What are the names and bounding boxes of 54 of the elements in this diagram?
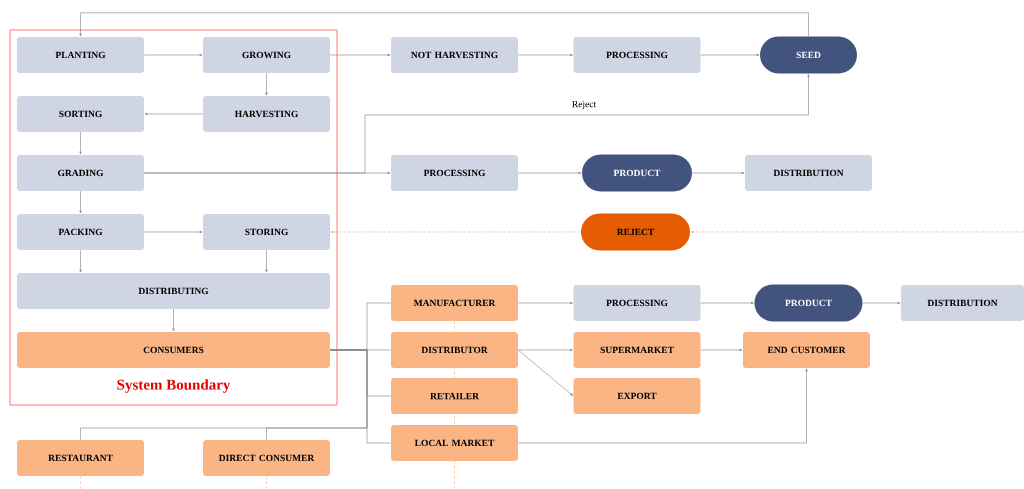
process-box: DISTRIBUTION (745, 155, 872, 191)
process-box: EXPORT (573, 378, 701, 414)
process-box: GROWING (203, 37, 330, 73)
arrow (517, 348, 573, 352)
arrow (330, 230, 582, 234)
arrow (79, 190, 82, 214)
arrow (79, 131, 82, 155)
arrow (265, 249, 268, 273)
process-box: RESTAURANT (17, 440, 144, 476)
arrow (691, 171, 745, 175)
arrow (329, 53, 391, 57)
terminal-pill: PRODUCT (754, 284, 863, 322)
process-box: NOT HARVESTING (391, 37, 518, 73)
process-box: DISTRIBUTION (901, 285, 1024, 321)
process-box: GRADING (17, 155, 144, 191)
process-box: DISTRIBUTING (17, 273, 330, 309)
process-box: STORING (203, 214, 330, 250)
arrow (143, 53, 203, 57)
process-box: LOCAL MARKET (391, 425, 518, 461)
arrow (265, 72, 268, 96)
process-box: END CUSTOMER (743, 332, 870, 368)
process-box: PROCESSING (573, 285, 701, 321)
process-box: PACKING (17, 214, 144, 250)
edge-label: Reject (570, 99, 598, 111)
process-box: DIRECT CONSUMER (203, 440, 330, 476)
process-box: RETAILER (391, 378, 518, 414)
process-box: SUPERMARKET (573, 332, 701, 368)
arrow (517, 301, 573, 305)
arrow (172, 308, 175, 332)
arrow (143, 74, 810, 174)
process-box: PROCESSING (573, 37, 701, 73)
arrow (700, 301, 754, 305)
arrow (690, 230, 1024, 234)
arrow (862, 301, 901, 305)
arrow (517, 53, 573, 57)
process-box: PLANTING (17, 37, 144, 73)
process-box: DISTRIBUTOR (391, 332, 518, 368)
arrow (79, 249, 82, 273)
terminal-pill: PRODUCT (582, 154, 692, 192)
process-box: SORTING (17, 96, 144, 132)
arrow (143, 230, 203, 234)
arrow (517, 171, 582, 175)
terminal-pill: SEED (760, 36, 857, 74)
process-box: HARVESTING (203, 96, 330, 132)
arrow (517, 368, 808, 444)
process-box: CONSUMERS (17, 332, 330, 368)
terminal-pill: REJECT (581, 213, 690, 251)
arrow (517, 349, 573, 396)
process-box: PROCESSING (391, 155, 518, 191)
arrow (144, 112, 204, 116)
arrow (700, 348, 743, 352)
arrow (79, 12, 809, 37)
process-box: MANUFACTURER (391, 285, 518, 321)
arrow (700, 53, 760, 57)
